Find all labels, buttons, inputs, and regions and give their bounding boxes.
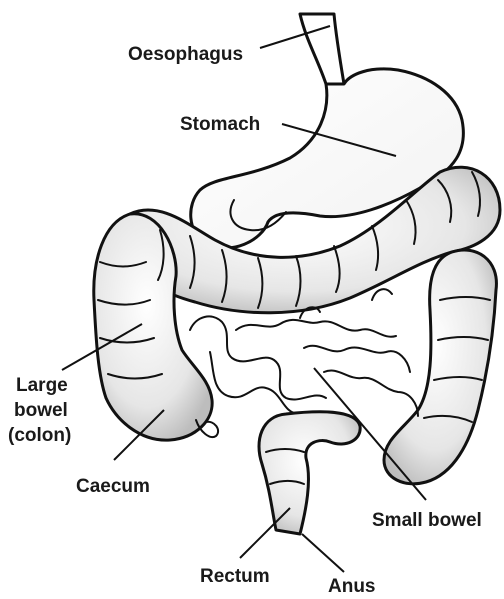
rectum-shape	[259, 412, 360, 534]
label-large-bowel-line3: (colon)	[8, 425, 71, 446]
label-large-bowel-line2: bowel	[14, 400, 68, 421]
label-caecum: Caecum	[76, 476, 150, 497]
label-large-bowel-line1: Large	[16, 375, 68, 396]
label-small-bowel: Small bowel	[372, 510, 482, 531]
leader-rectum	[240, 508, 290, 558]
label-rectum: Rectum	[200, 566, 270, 587]
oesophagus-shape	[300, 14, 344, 84]
label-anus: Anus	[328, 576, 376, 597]
label-oesophagus: Oesophagus	[128, 44, 243, 65]
label-stomach: Stomach	[180, 114, 260, 135]
leader-anus	[302, 534, 344, 572]
